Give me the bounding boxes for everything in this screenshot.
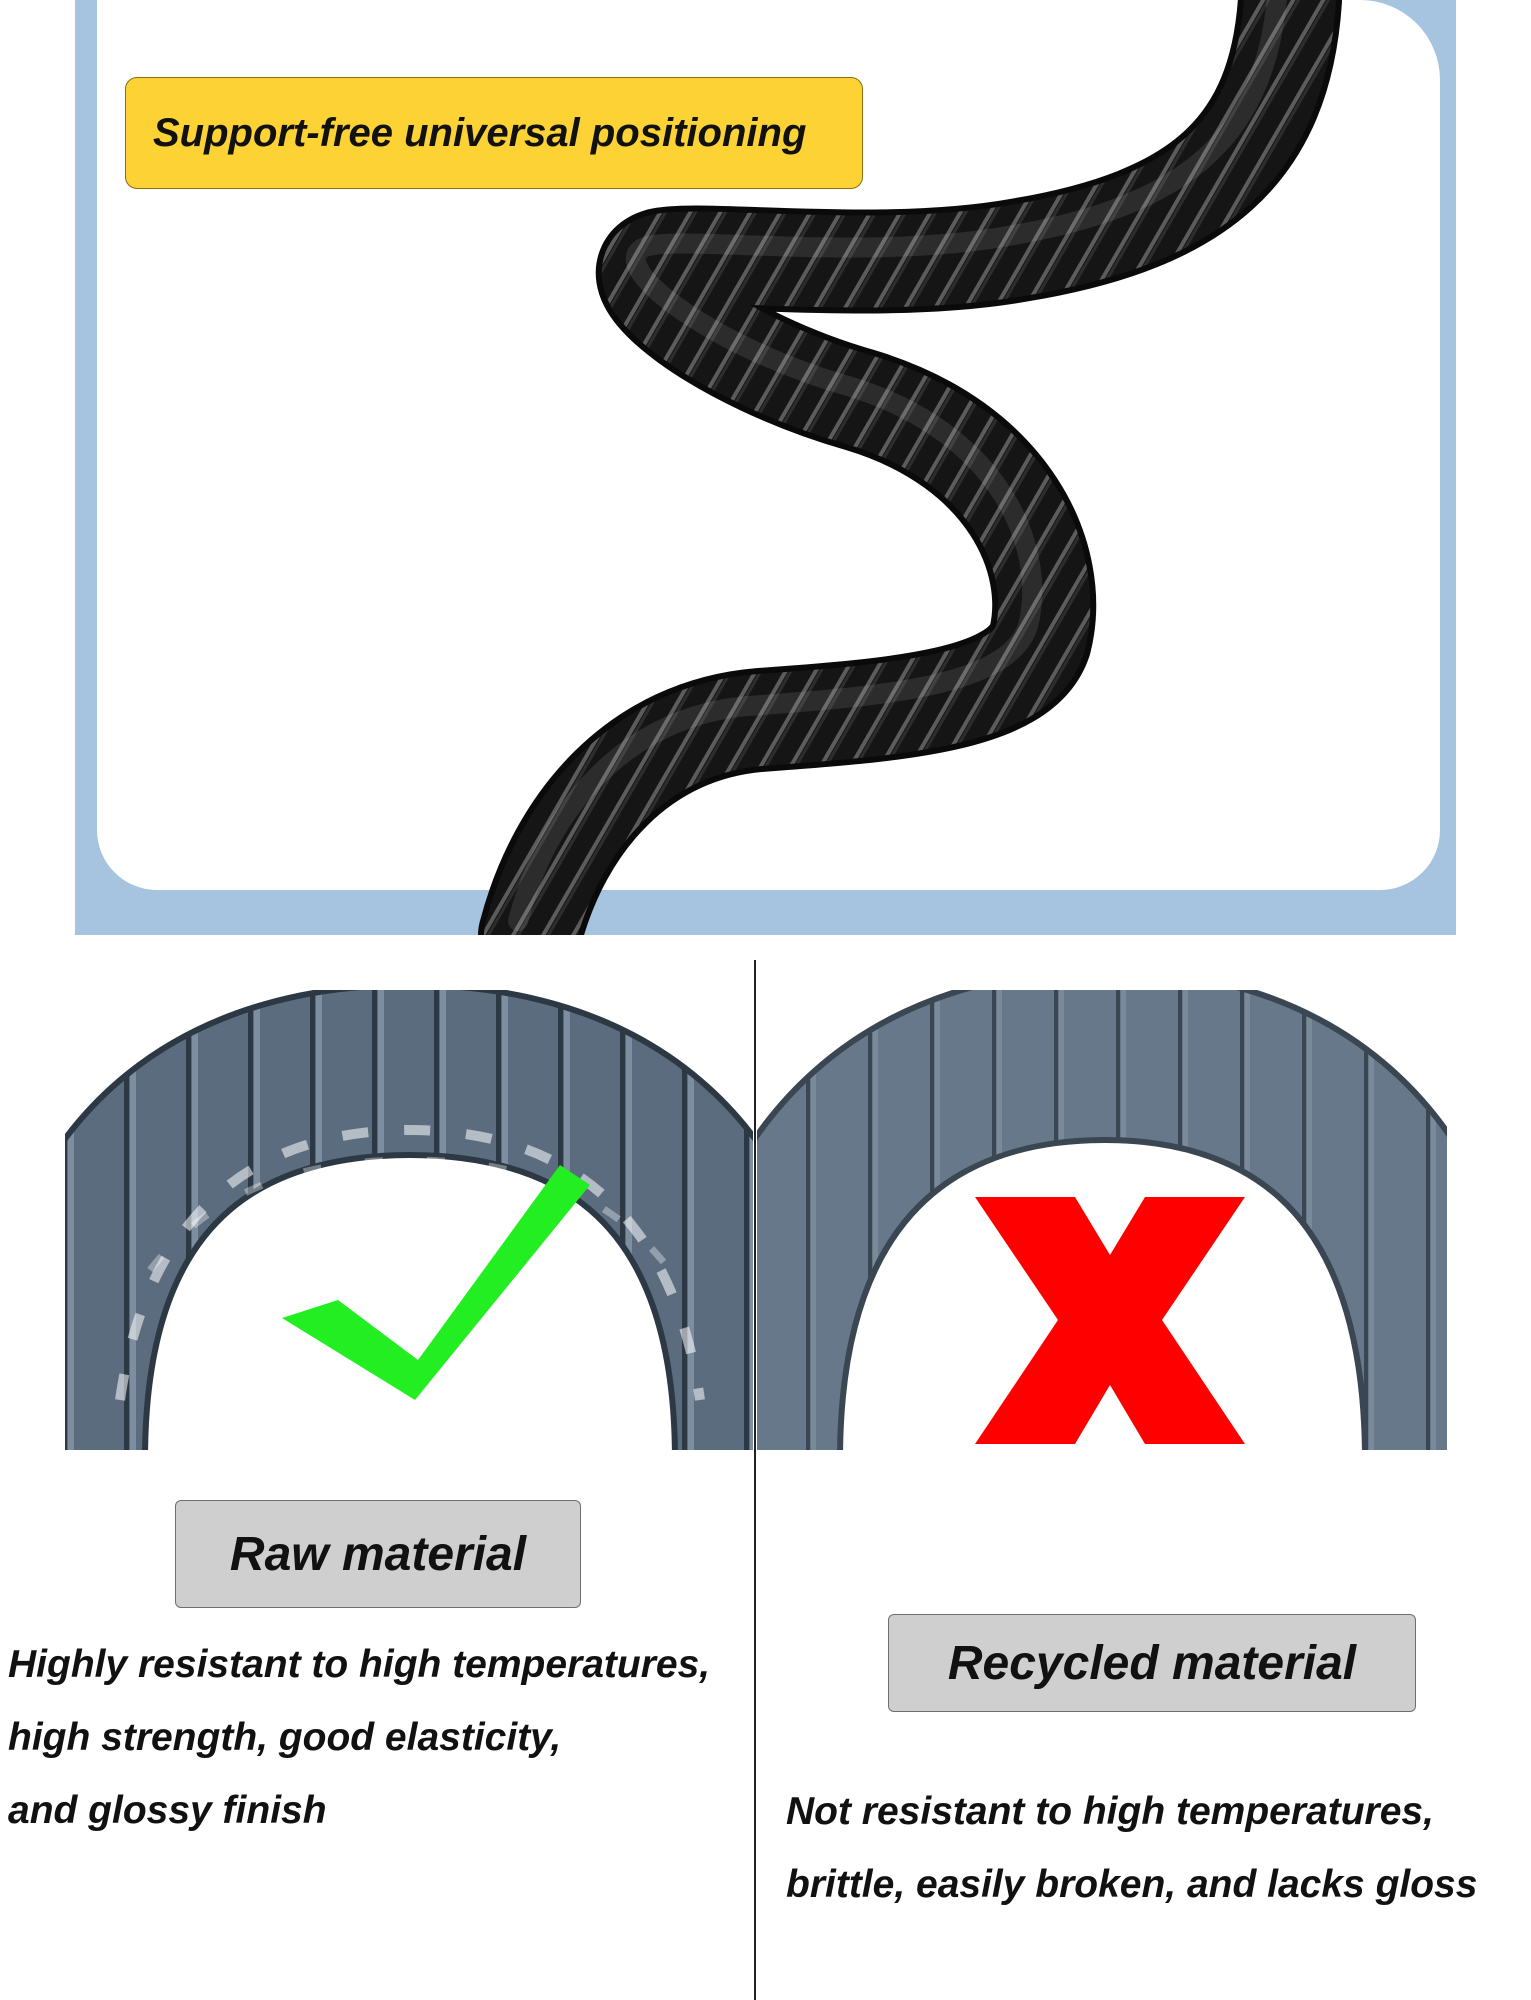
raw-material-label: Raw material	[175, 1500, 581, 1608]
raw-material-description: Highly resistant to high temperatures, h…	[8, 1628, 710, 1847]
recycled-material-description: Not resistant to high temperatures, brit…	[786, 1775, 1477, 1921]
recycled-description-line: Not resistant to high temperatures,	[786, 1790, 1434, 1833]
raw-description-line: and glossy finish	[8, 1789, 327, 1832]
comparison-divider	[754, 960, 756, 2000]
check-icon	[282, 1165, 590, 1400]
cross-icon	[975, 1197, 1245, 1444]
black-gooseneck-hose-image	[478, 0, 1342, 935]
material-comparison-images	[65, 990, 1447, 1450]
raw-description-line: high strength, good elasticity,	[8, 1716, 562, 1759]
raw-description-line: Highly resistant to high temperatures,	[8, 1643, 711, 1686]
positioning-tag: Support-free universal positioning	[125, 77, 863, 189]
recycled-description-line: brittle, easily broken, and lacks gloss	[786, 1863, 1478, 1906]
recycled-material-label: Recycled material	[888, 1614, 1416, 1712]
raw-material-hose-image	[65, 990, 753, 1450]
recycled-material-hose-image	[757, 990, 1447, 1450]
